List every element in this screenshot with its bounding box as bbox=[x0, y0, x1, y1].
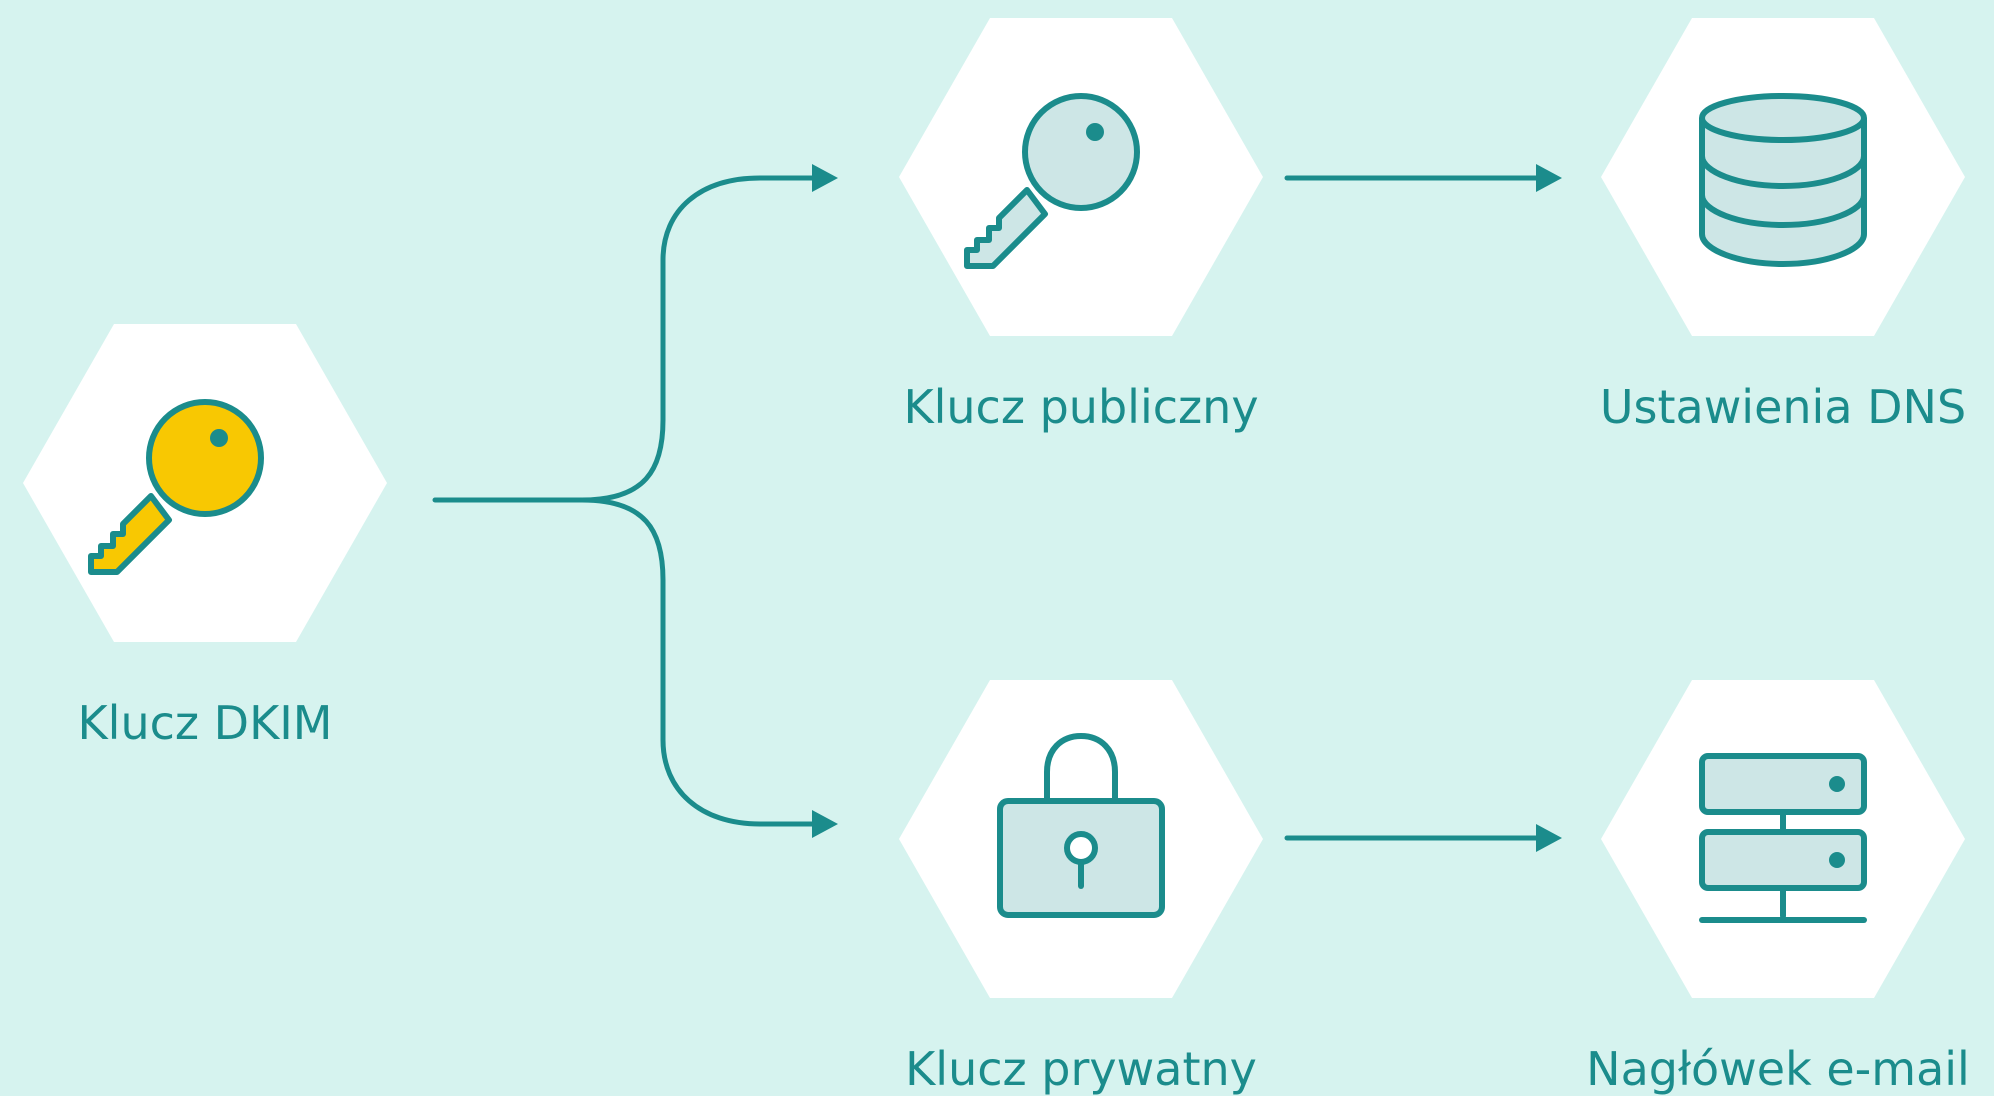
node-email-header bbox=[1601, 680, 1965, 998]
arrowhead-dns bbox=[1536, 164, 1562, 192]
arrowhead-email-header bbox=[1536, 824, 1562, 852]
key-icon bbox=[964, 93, 1140, 269]
node-private-key-label: Klucz prywatny bbox=[905, 1042, 1257, 1096]
node-dns-settings-label: Ustawienia DNS bbox=[1599, 380, 1967, 434]
arrowhead-public-key bbox=[812, 164, 838, 192]
arrowhead-private-key bbox=[812, 810, 838, 838]
key-icon bbox=[88, 399, 264, 575]
edge-dkim-to-private-key bbox=[579, 497, 823, 827]
node-dkim bbox=[23, 324, 387, 642]
padlock-icon bbox=[997, 733, 1165, 918]
node-dns-settings bbox=[1601, 18, 1965, 336]
node-private-key bbox=[899, 680, 1263, 998]
node-public-key-label: Klucz publiczny bbox=[903, 380, 1259, 434]
node-email-header-label: Nagłówek e-mail bbox=[1586, 1042, 1970, 1096]
node-dkim-label: Klucz DKIM bbox=[77, 696, 333, 750]
server-icon bbox=[1699, 753, 1867, 923]
edge-dkim-to-public-key bbox=[579, 175, 823, 503]
database-icon bbox=[1699, 93, 1867, 267]
node-public-key bbox=[899, 18, 1263, 336]
